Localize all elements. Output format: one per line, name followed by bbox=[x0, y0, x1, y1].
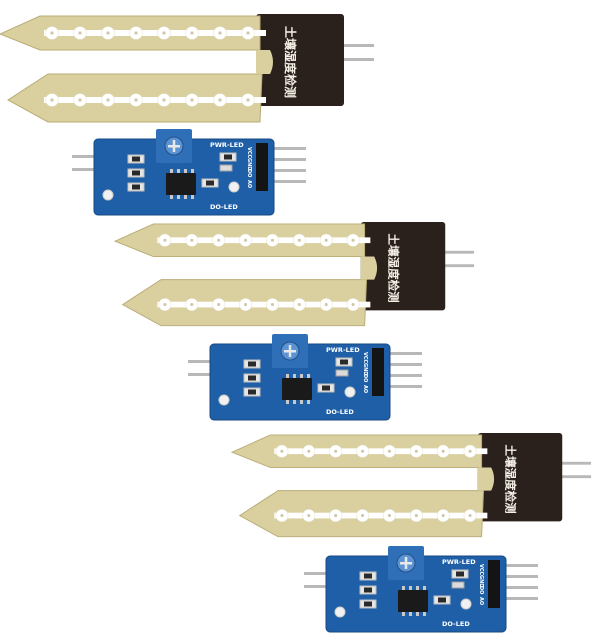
probe-label: 土壤湿度检测 bbox=[387, 234, 401, 303]
led-indicator bbox=[219, 164, 233, 172]
module-layer: PWR-LEDDO-LEDVCCGNDDOAOPWR-LEDDO-LEDVCCG… bbox=[72, 129, 538, 633]
pin-label: DO bbox=[478, 586, 484, 594]
pin-label: GND bbox=[362, 363, 368, 375]
pin-label: VCC bbox=[362, 352, 368, 364]
do-led-label: DO-LED bbox=[326, 408, 354, 416]
pin-label: AO bbox=[246, 180, 252, 188]
probe-bend bbox=[256, 50, 273, 74]
pin-label: GND bbox=[478, 575, 484, 587]
module-output-pins bbox=[382, 352, 422, 388]
mounting-hole bbox=[102, 189, 114, 201]
pwr-led-label: PWR-LED bbox=[210, 141, 244, 149]
pwr-led-label: PWR-LED bbox=[442, 558, 476, 566]
potentiometer bbox=[388, 546, 424, 580]
probe-head bbox=[477, 433, 563, 522]
led-indicator bbox=[335, 369, 349, 377]
pwr-led-label: PWR-LED bbox=[326, 346, 360, 354]
module-header-block bbox=[372, 348, 384, 396]
pin-label: VCC bbox=[246, 147, 252, 159]
probe-traces bbox=[157, 233, 371, 312]
led-indicator bbox=[451, 581, 465, 589]
comparator-chip bbox=[398, 586, 428, 616]
probe-head bbox=[256, 14, 344, 106]
do-led-label: DO-LED bbox=[442, 620, 470, 628]
module-header-block bbox=[256, 143, 268, 191]
module-output-pins bbox=[266, 147, 306, 183]
mounting-hole bbox=[228, 181, 240, 193]
pin-label: AO bbox=[478, 597, 484, 605]
mounting-hole bbox=[334, 606, 346, 618]
probe-label: 土壤湿度检测 bbox=[504, 445, 518, 514]
do-led-label: DO-LED bbox=[210, 203, 238, 211]
mounting-hole bbox=[344, 386, 356, 398]
pin-label: AO bbox=[362, 385, 368, 393]
smd-components bbox=[359, 569, 469, 609]
pin-label: GND bbox=[246, 158, 252, 170]
probe-bend bbox=[477, 467, 495, 491]
comparator-chip bbox=[282, 374, 312, 404]
pin-label: DO bbox=[246, 169, 252, 177]
soil-probe: 土壤湿度检测 bbox=[0, 14, 374, 123]
module-header-block bbox=[488, 560, 500, 608]
probe-traces bbox=[44, 26, 266, 107]
probe-bend bbox=[360, 256, 378, 280]
smd-components bbox=[127, 152, 237, 192]
soil-probe: 土壤湿度检测 bbox=[230, 433, 592, 538]
soil-probe: 土壤湿度检测 bbox=[113, 222, 475, 327]
probe-label: 土壤湿度检测 bbox=[283, 26, 298, 98]
module-output-pins bbox=[498, 564, 538, 600]
pin-label: DO bbox=[362, 374, 368, 382]
pin-label: VCC bbox=[478, 564, 484, 576]
smd-components bbox=[243, 357, 353, 397]
mounting-hole bbox=[218, 394, 230, 406]
probe-traces bbox=[274, 444, 488, 523]
mounting-hole bbox=[460, 598, 472, 610]
potentiometer bbox=[156, 129, 192, 163]
probe-head bbox=[360, 222, 446, 311]
comparator-chip bbox=[166, 169, 196, 199]
potentiometer bbox=[272, 334, 308, 368]
